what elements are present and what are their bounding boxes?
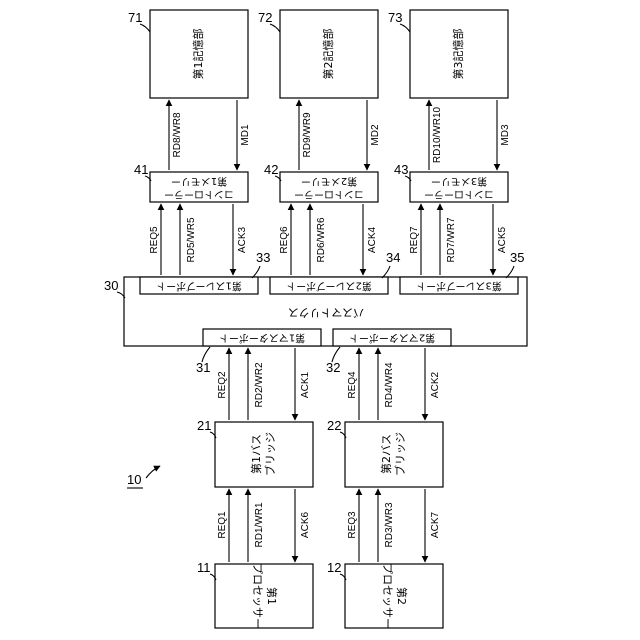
sig-ack3: ACK3 [237,227,248,254]
processor-1-label: 第1 [265,587,279,605]
ref-32: 32 [326,360,340,375]
sig-rd3-wr3: RD3/WR3 [384,502,395,547]
sig-rd2-wr2: RD2/WR2 [254,362,265,407]
sig-rd8-wr8: RD8/WR8 [172,112,183,157]
bus-bridge-2-label2: ブリッジ [393,432,407,476]
ref-33: 33 [256,250,270,265]
ref-35: 35 [510,250,524,265]
memory-controller-3-label2: コントローラー [424,188,494,200]
slave-port-3-label: 第3スレーブポート [416,280,502,293]
storage-unit-3: 第3記憶部 [410,10,508,98]
sig-rd9-wr9: RD9/WR9 [302,112,313,157]
sig-ack1: ACK1 [300,372,311,399]
bus-bridge-1: 第1バス ブリッジ [215,422,313,487]
memory-controller-1: 第1メモリー コントローラー [150,172,248,202]
bus-bridge-2: 第2バス ブリッジ [345,422,443,487]
sig-ack6: ACK6 [300,512,311,539]
sig-rd5-wr5: RD5/WR5 [186,217,197,262]
sig-req5: REQ5 [149,226,160,254]
slave-port-3: 第3スレーブポート [400,277,518,294]
sig-ack5: ACK5 [497,227,508,254]
sig-md2: MD2 [370,124,381,146]
memory-controller-3-label: 第3メモリー [431,175,487,188]
ref-34: 34 [386,250,400,265]
storage-unit-2: 第2記憶部 [280,10,378,98]
ref-31: 31 [196,360,210,375]
sig-req2: REQ2 [217,371,228,399]
storage-unit-2-label: 第2記憶部 [321,29,335,80]
master-port-2: 第2マスターポート [333,329,451,346]
sig-rd10-wr10: RD10/WR10 [432,107,443,164]
memory-controller-2-label: 第2メモリー [301,175,357,188]
ref-42: 42 [264,162,278,177]
bus-matrix-label: バスマトリクス [288,306,364,319]
ref-41: 41 [134,162,148,177]
sig-md3: MD3 [500,124,511,146]
sig-rd7-wr7: RD7/WR7 [446,217,457,262]
processor-2-label2: プロセッサー [381,563,394,629]
ref-71: 71 [128,10,142,25]
sig-req3: REQ3 [347,511,358,539]
processor-2: 第2 プロセッサー [345,563,443,629]
master-port-1: 第1マスターポート [203,329,321,346]
sig-ack7: ACK7 [430,512,441,539]
bus-bridge-1-label: 第1バス [249,434,263,474]
slave-port-1: 第1スレーブポート [140,277,258,294]
storage-unit-1: 第1記憶部 [150,10,248,98]
storage-unit-1-label: 第1記憶部 [191,29,205,80]
sig-rd4-wr4: RD4/WR4 [384,362,395,407]
slave-port-2: 第2スレーブポート [270,277,388,294]
ref-43: 43 [394,162,408,177]
processor-2-label: 第2 [395,587,409,605]
sig-rd6-wr6: RD6/WR6 [316,217,327,262]
sig-ack2: ACK2 [430,372,441,399]
slave-port-1-label: 第1スレーブポート [156,280,242,293]
ref-12: 12 [327,560,341,575]
ref-11: 11 [197,560,211,575]
slave-port-2-label: 第2スレーブポート [286,280,372,293]
figure-ref-10: 10 [127,472,141,487]
sig-req6: REQ6 [279,226,290,254]
master-port-1-label: 第1マスターポート [219,332,305,345]
ref-73: 73 [388,10,402,25]
ref-72: 72 [258,10,272,25]
memory-controller-2: 第2メモリー コントローラー [280,172,378,202]
processor-1: 第1 プロセッサー [215,563,313,629]
sig-ack4: ACK4 [367,227,378,254]
ref-22: 22 [327,418,341,433]
master-port-2-label: 第2マスターポート [349,332,435,345]
ref-30: 30 [104,278,118,293]
memory-controller-1-label2: コントローラー [164,188,234,200]
sig-req1: REQ1 [217,511,228,539]
bus-bridge-1-label2: ブリッジ [263,432,277,476]
processor-1-label2: プロセッサー [251,563,264,629]
sig-req4: REQ4 [347,371,358,399]
memory-controller-3: 第3メモリー コントローラー [410,172,508,202]
storage-unit-3-label: 第3記憶部 [451,29,465,80]
memory-controller-1-label: 第1メモリー [171,175,227,188]
sig-req7: REQ7 [409,226,420,254]
ref-21: 21 [197,418,211,433]
bus-bridge-2-label: 第2バス [379,434,393,474]
sig-rd1-wr1: RD1/WR1 [254,502,265,547]
memory-controller-2-label2: コントローラー [294,188,364,200]
sig-md1: MD1 [240,124,251,146]
